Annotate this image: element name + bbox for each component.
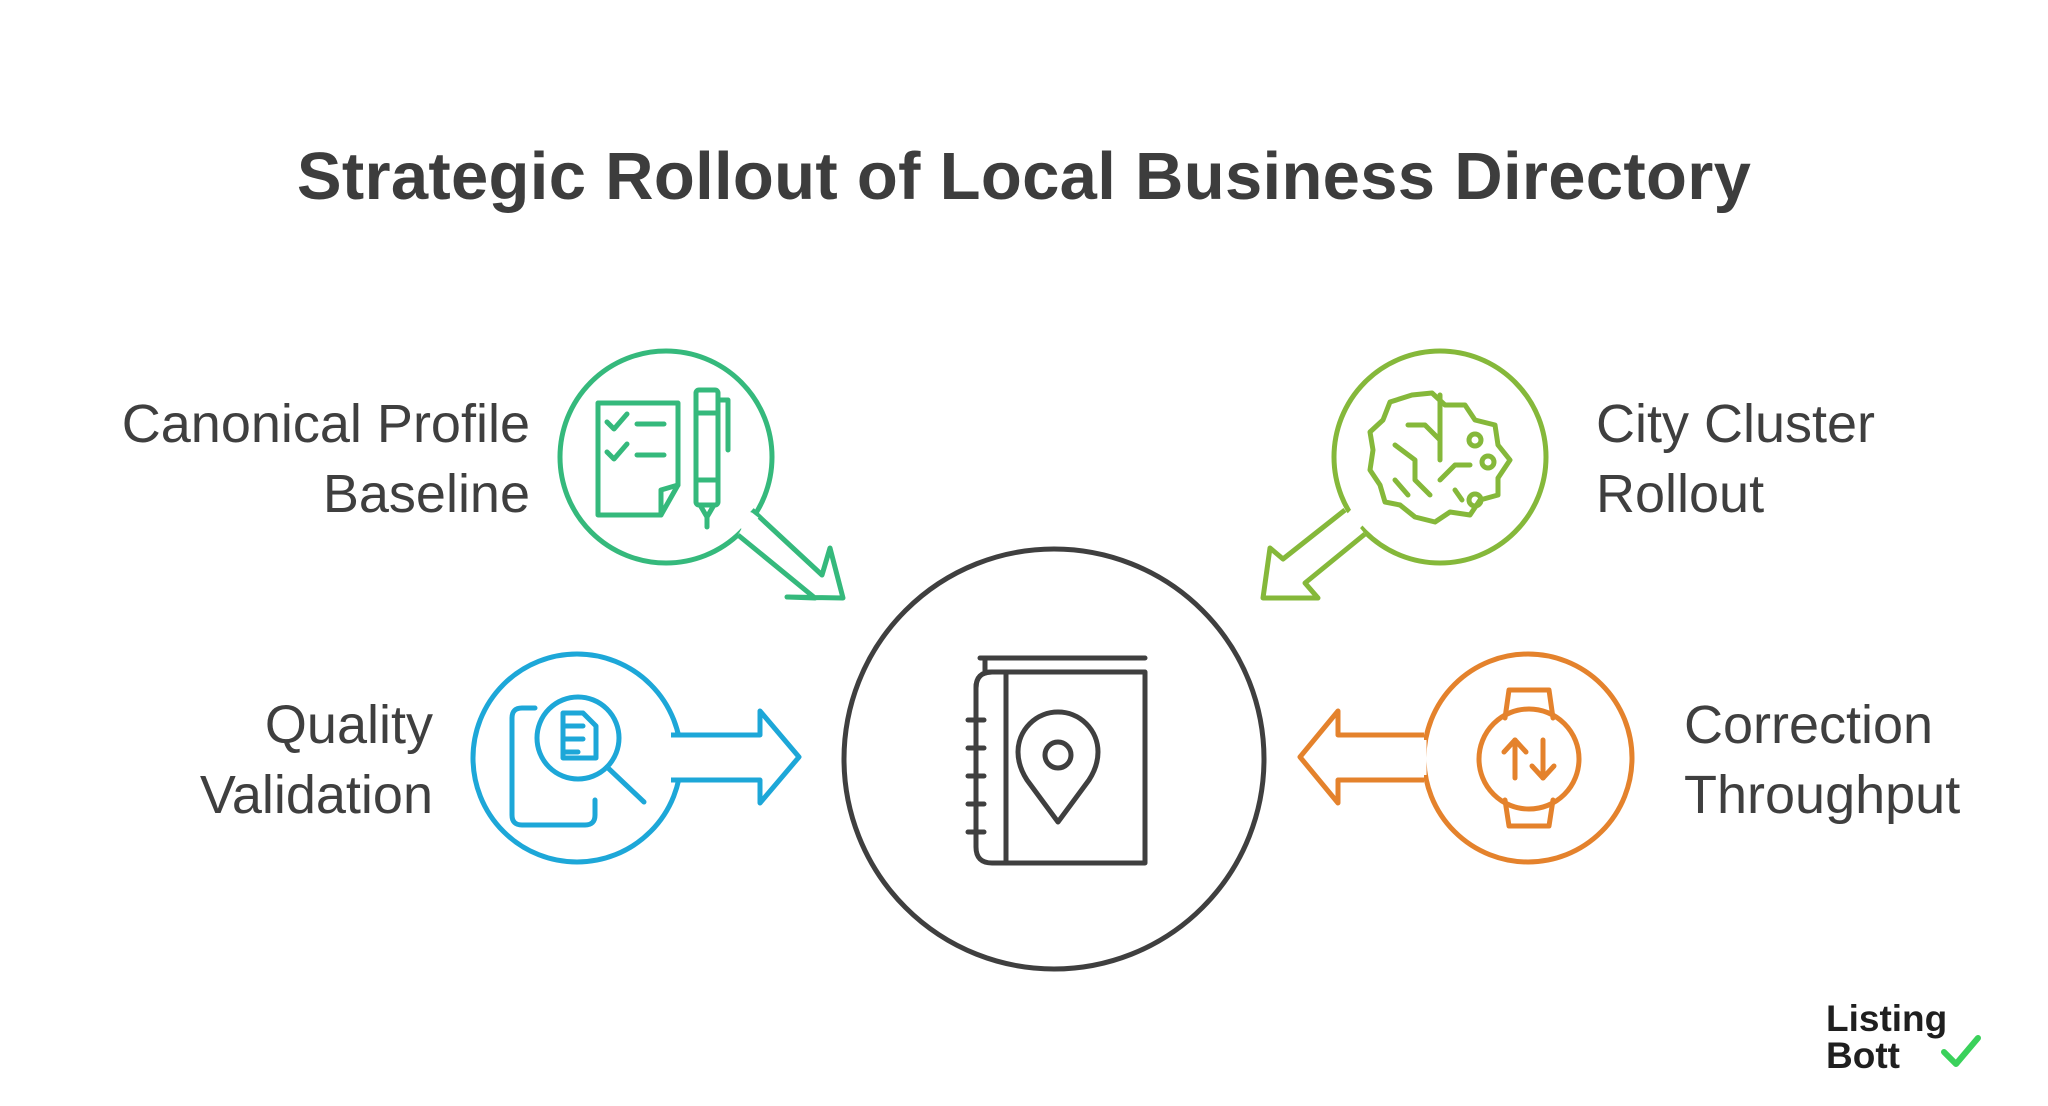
center-hub — [841, 546, 1267, 972]
logo-line1: Listing — [1826, 998, 1948, 1039]
label-correction: Correction Throughput — [1684, 690, 1960, 830]
label-city-line2: Rollout — [1596, 464, 1765, 524]
label-canonical-line1: Canonical Profile — [121, 394, 530, 454]
node-quality — [470, 651, 802, 865]
diagram-title: Strategic Rollout of Local Business Dire… — [296, 139, 1752, 214]
directory-book-location-pin-icon — [965, 655, 1148, 866]
logo-check-icon — [1941, 1035, 1981, 1067]
circuit-brain-icon — [1367, 390, 1513, 525]
label-city-line1: City Cluster — [1596, 394, 1876, 454]
label-quality-line2: Validation — [199, 765, 433, 825]
listingbott-logo: Listing Bott — [1826, 1000, 1986, 1080]
label-canonical-line2: Baseline — [322, 464, 530, 524]
logo-line2: Bott — [1826, 1035, 1900, 1076]
label-quality: Quality Validation — [200, 690, 433, 830]
checklist-pen-icon — [595, 387, 731, 530]
label-quality-line1: Quality — [264, 695, 433, 755]
document-magnifier-icon — [509, 694, 647, 828]
node-correction — [1297, 651, 1635, 865]
label-correction-line2: Throughput — [1684, 765, 1961, 825]
label-correction-line1: Correction — [1684, 695, 1934, 755]
node-city — [1260, 348, 1549, 601]
label-canonical: Canonical Profile Baseline — [122, 389, 530, 529]
label-city: City Cluster Rollout — [1596, 389, 1875, 529]
node-canonical — [557, 348, 846, 601]
smartwatch-arrows-icon — [1476, 687, 1582, 829]
